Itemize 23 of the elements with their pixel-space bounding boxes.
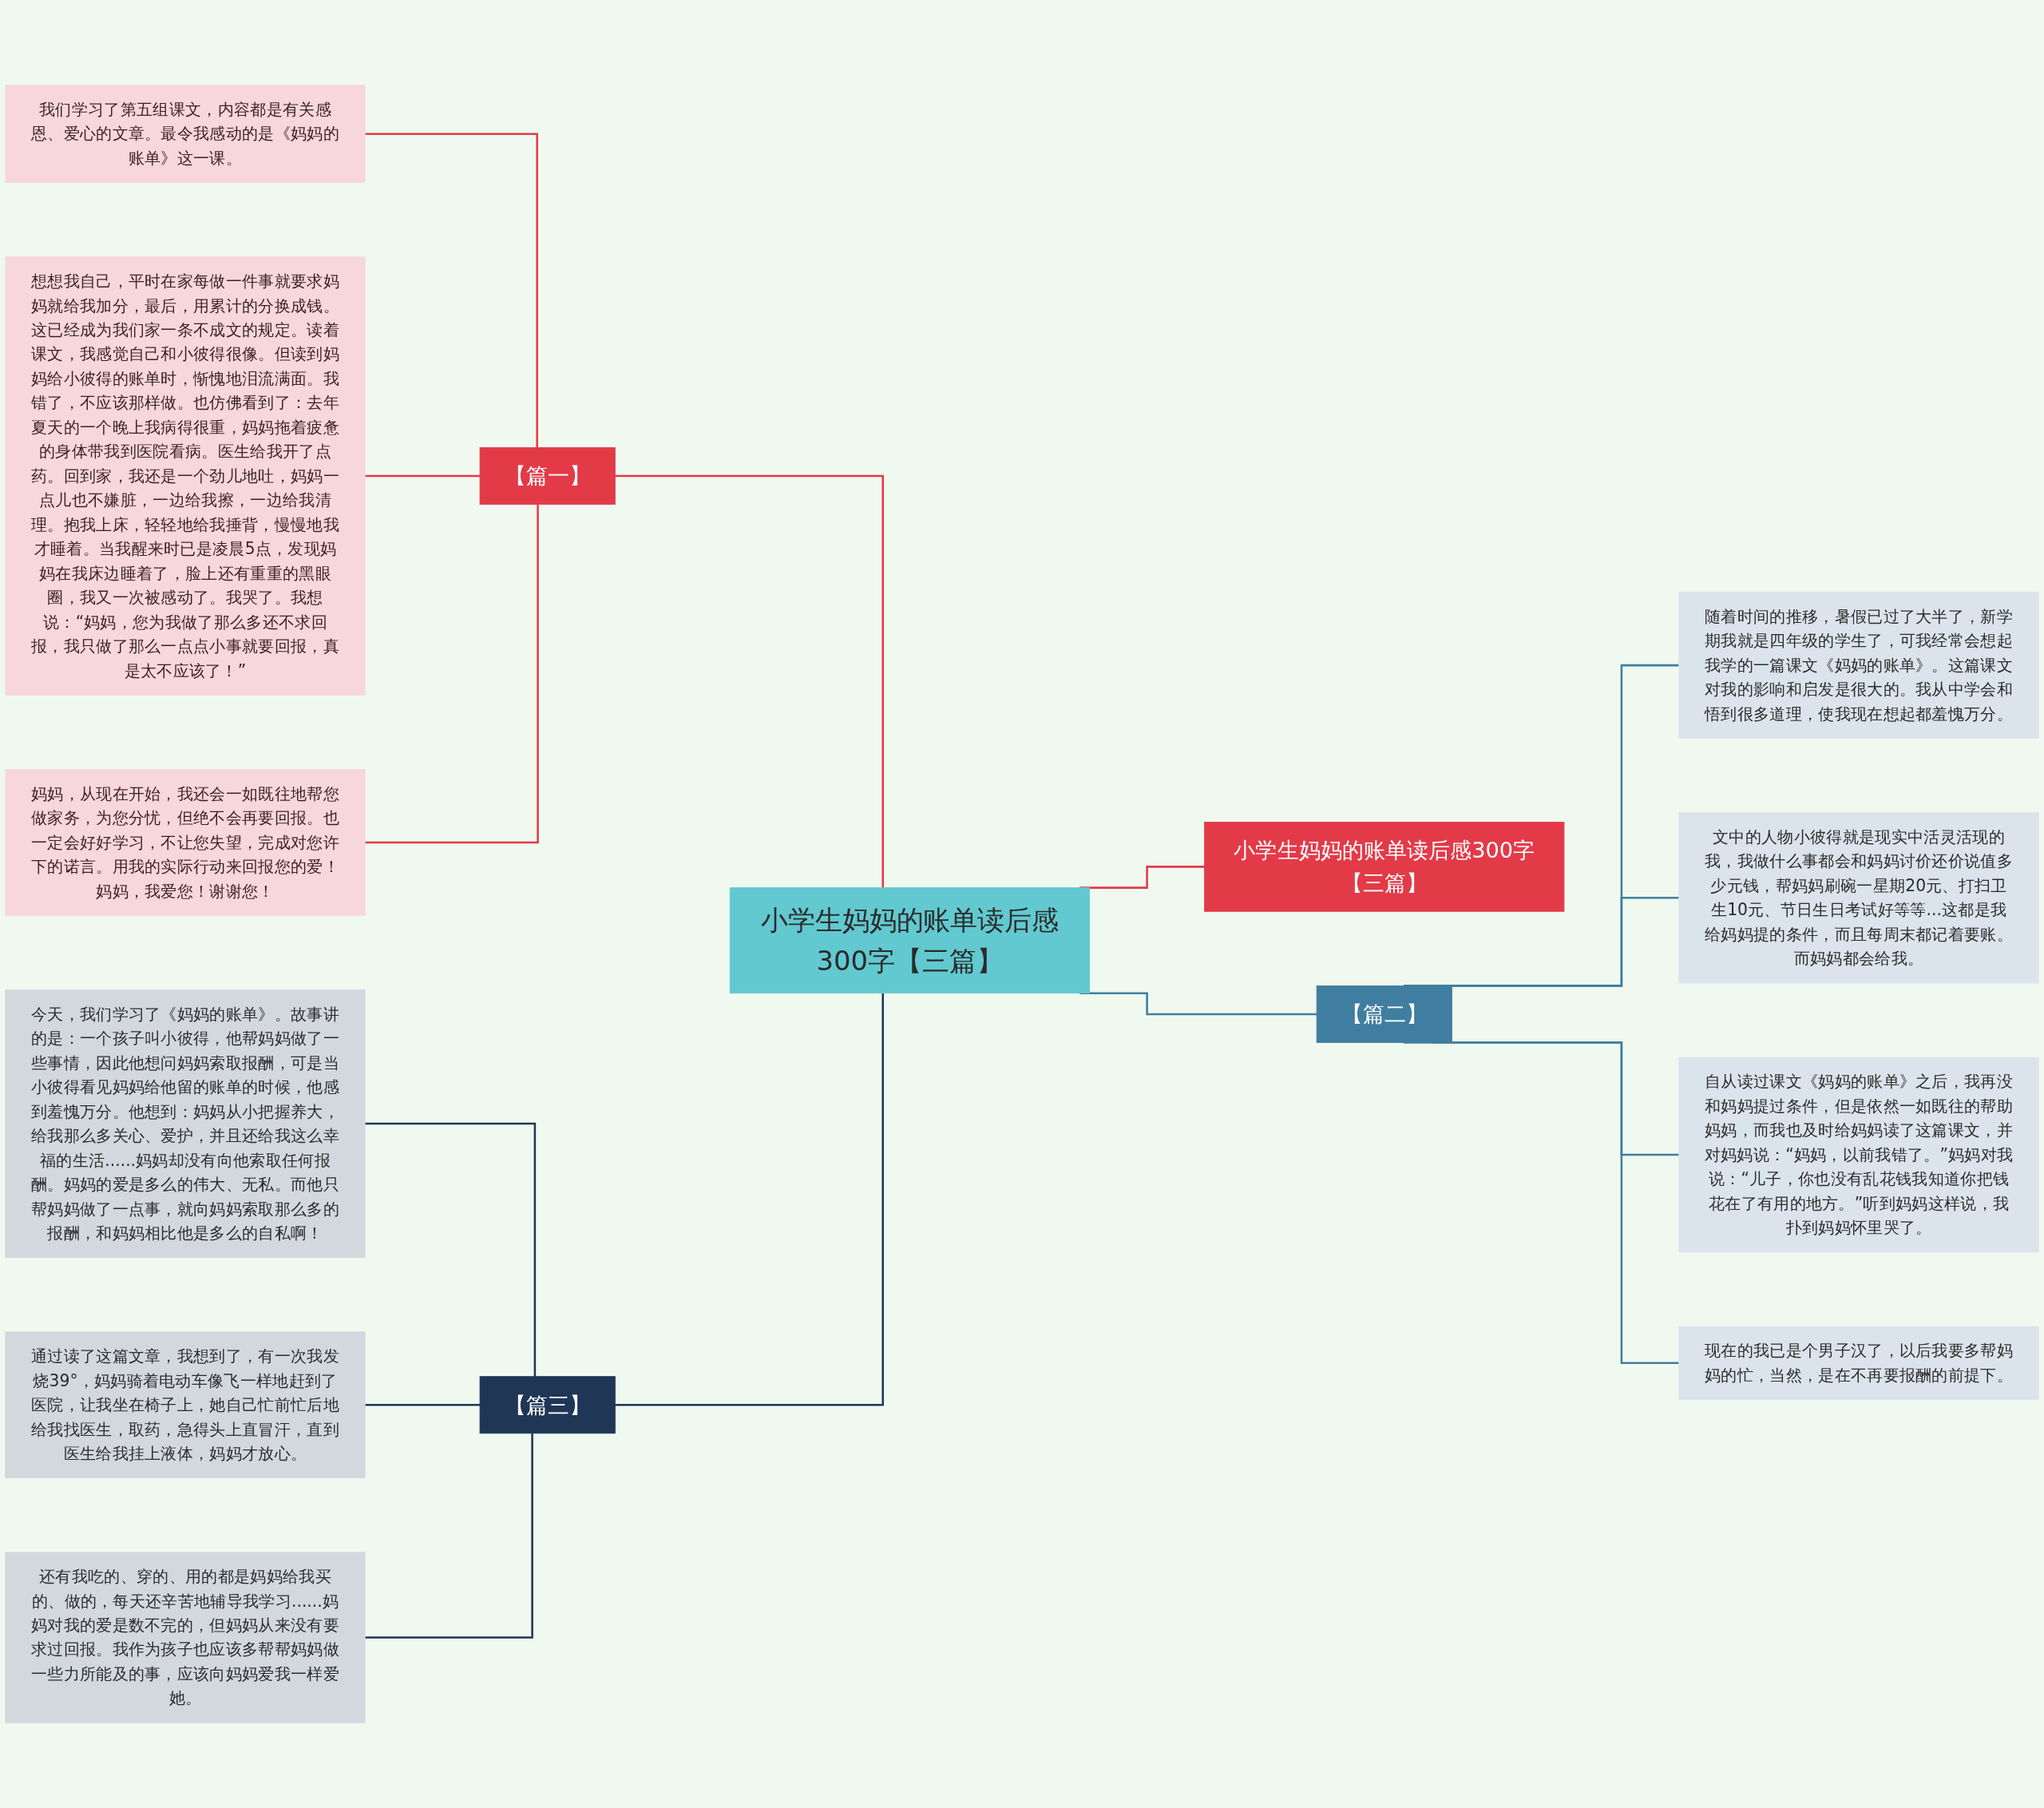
node-box: 我们学习了第五组课文，内容都是有关感恩、爱心的文章。最令我感动的是《妈妈的账单》这一课。 — [5, 85, 366, 184]
node-box: 通过读了这篇文章，我想到了，有一次我发烧39°，妈妈骑着电动车像飞一样地赶到了医院，让我坐在椅子上，她自己忙前忙后地给我找医生，取药，急得头上直冒汗，直到医生给我挂上液体，妈妈才放心。 — [5, 1331, 366, 1479]
connector — [365, 1404, 481, 1406]
node-box: 现在的我已是个男子汉了，以后我要多帮妈妈的忙，当然，是在不再要报酬的前提下。 — [1678, 1326, 2039, 1400]
node-box: 小学生妈妈的账单读后感300字【三篇】 — [1204, 822, 1565, 912]
connector — [615, 474, 884, 888]
connector — [365, 504, 539, 844]
node-box: 【篇二】 — [1316, 985, 1452, 1043]
node-box: 【篇一】 — [479, 447, 616, 506]
connector — [365, 133, 538, 448]
node-box: 还有我吃的、穿的、用的都是妈妈给我买的、做的，每天还辛苦地辅导我学习......妈妈对我的爱是数不完的，但妈妈从来没有要求过回报。我作为孩子也应该多帮帮妈妈做一些力所能及的事，应该向妈妈爱我一样爱她。 — [5, 1552, 366, 1723]
connector — [615, 993, 884, 1406]
node-box: 想想我自己，平时在家每做一件事就要求妈妈就给我加分，最后，用累计的分换成钱。这已经成为我们家一条不成文的规定。读着课文，我感觉自己和小彼得很像。但读到妈妈给小彼得的账单时，惭愧地泪流满面。我错了，不应该那样做。也仿佛看到了：去年夏天的一个晚上我病得很重，妈妈拖着疲惫的身体带我到医院看病。医生给我开了点药。回到家，我还是一个劲儿地吐，妈妈一点儿也不嫌脏，一边给我擦，一边给我清理。抱我上床，轻轻地给我捶背，慢慢地我才睡着。当我醒来时已是凌晨5点，发现妈妈在我床边睡着了，脸上还有重重的黑眼圈，我又一次被感动了。我哭了。我想说：“妈妈，您为我做了那么多还不求回报，我只做了那么一点点小事就要回报，真是太不应该了！” — [5, 256, 366, 696]
connector — [365, 1122, 537, 1377]
node-box: 今天，我们学习了《妈妈的账单》。故事讲的是：一个孩子叫小彼得，他帮妈妈做了一些事情，因此他想问妈妈索取报酬，可是当小彼得看见妈妈给他留的账单的时候，他感到羞愧万分。他想到：妈妈从小把握养大，给我那么多关心、爱护，并且还给我这么幸福的生活......妈妈却没有向他索取任何报酬。妈妈的爱是多么的伟大、无私。而他只帮妈妈做了一点事，就向妈妈索取那么多的报酬，和妈妈相比他是多么的自私啊！ — [5, 989, 366, 1259]
node-box: 妈妈，从现在开始，我还会一如既往地帮您做家务，为您分忧，但绝不会再要回报。也一定会好好学习，不让您失望，完成对您许下的诺言。用我的实际行动来回报您的爱！妈妈，我爱您！谢谢您！ — [5, 769, 366, 916]
connector — [365, 1433, 533, 1639]
node-box: 文中的人物小彼得就是现实中活灵活现的我，我做什么事都会和妈妈讨价还价说值多少元钱，帮妈妈刷碗一星期20元、打扫卫生10元、节日生日考试好等等...这都是我给妈妈提的条件，而且每周末都记着要账。而妈妈都会给我。 — [1678, 812, 2039, 984]
connector — [365, 474, 481, 478]
node-box: 小学生妈妈的账单读后感300字【三篇】 — [729, 887, 1091, 994]
node-box: 随着时间的推移，暑假已过了大半了，新学期我就是四年级的学生了，可我经常会想起我学的一篇课文《妈妈的账单》。这篇课文对我的影响和启发是很大的。我从中学会和悟到很多道理，使我现在想起都羞愧万分。 — [1678, 592, 2039, 739]
node-box: 【篇三】 — [479, 1376, 616, 1434]
node-box: 自从读过课文《妈妈的账单》之后，我再没和妈妈提过条件，但是依然一如既往的帮助妈妈，而我也及时给妈妈读了这篇课文，并对妈妈说：“妈妈，以前我错了。”妈妈对我说：“儿子，你也没有乱花钱我知道你把钱花在了有用的地方。”听到妈妈这样说，我扑到妈妈怀里哭了。 — [1678, 1057, 2039, 1253]
